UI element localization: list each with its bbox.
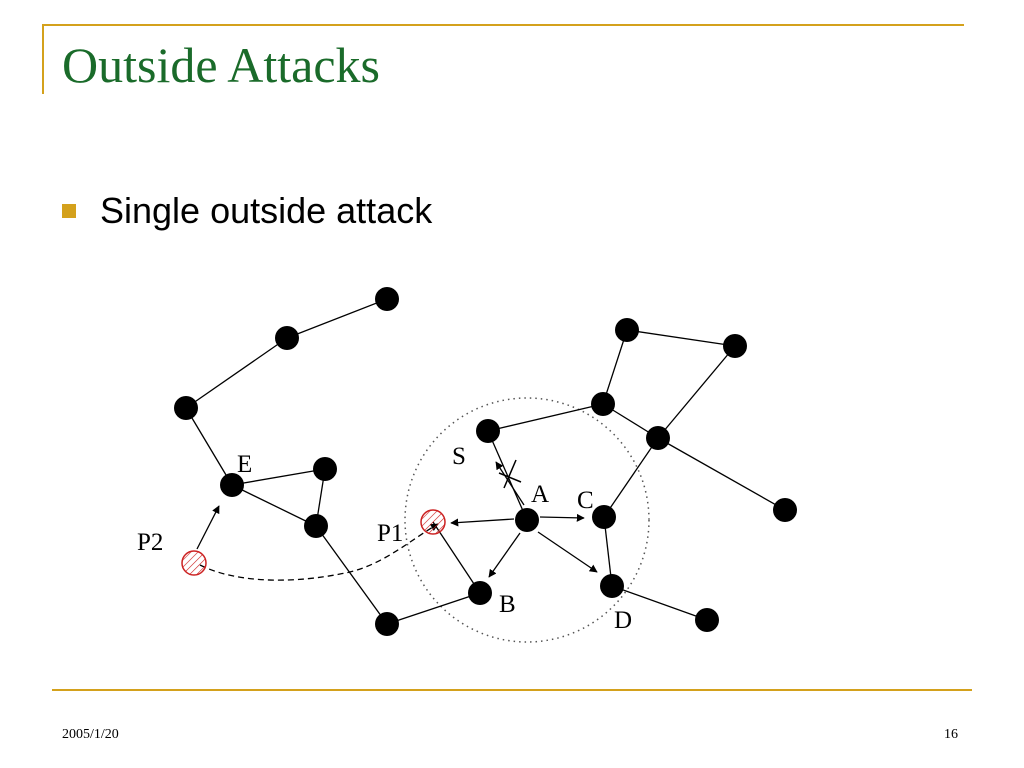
footer-date: 2005/1/20	[62, 727, 119, 742]
radio-range-circle	[404, 397, 650, 643]
node	[723, 334, 747, 358]
edge	[487, 430, 528, 521]
node	[375, 287, 399, 311]
node-a	[515, 508, 539, 532]
bullet-text: Single outside attack	[100, 190, 433, 231]
bullet-square-icon	[62, 204, 76, 218]
label-s: S	[452, 443, 466, 470]
malicious-node-p2	[181, 550, 207, 576]
malicious-node-p1	[420, 509, 446, 535]
arrow-a-to-p1	[450, 518, 515, 527]
label-b: B	[499, 591, 516, 618]
label-c: C	[577, 487, 594, 514]
node	[275, 326, 299, 350]
edge	[185, 407, 233, 486]
node	[313, 457, 337, 481]
node	[773, 498, 797, 522]
node	[174, 396, 198, 420]
node	[646, 426, 670, 450]
edge	[432, 521, 481, 594]
edge	[286, 298, 388, 339]
edge	[602, 329, 628, 405]
node	[304, 514, 328, 538]
edge	[657, 437, 786, 511]
node-s	[476, 419, 500, 443]
edge	[657, 345, 736, 439]
tunnel-p2-to-p1	[199, 523, 439, 581]
node-e	[220, 473, 244, 497]
footer-rule	[52, 689, 972, 691]
edge	[231, 468, 326, 486]
slide-title: Outside Attacks	[62, 37, 381, 93]
bullet-item: Single outside attack	[62, 190, 432, 232]
arrow-a-to-c	[539, 513, 585, 522]
title-frame-top-rule	[42, 24, 964, 26]
edge	[185, 337, 288, 409]
node	[375, 612, 399, 636]
node-c	[592, 505, 616, 529]
edge	[487, 403, 604, 432]
node-d	[600, 574, 624, 598]
edge	[603, 437, 659, 518]
edge	[626, 329, 736, 347]
node	[695, 608, 719, 632]
node	[615, 318, 639, 342]
message-arrows	[196, 461, 598, 581]
edge	[315, 525, 388, 625]
label-e: E	[237, 451, 252, 478]
edge	[386, 592, 481, 625]
node-b	[468, 581, 492, 605]
edge	[231, 484, 317, 527]
arrow-a-to-b	[488, 532, 521, 578]
nodes	[174, 287, 797, 636]
label-p2: P2	[137, 529, 163, 556]
arrow-a-to-s-blocked	[495, 461, 525, 506]
label-d: D	[614, 607, 632, 634]
blocked-cross-icon	[498, 459, 522, 489]
node	[591, 392, 615, 416]
label-a: A	[531, 481, 549, 508]
edges	[185, 298, 786, 625]
edge	[611, 585, 708, 621]
arrow-p2-to-e	[196, 505, 220, 550]
page-number: 16	[944, 727, 958, 742]
arrow-a-to-d	[537, 531, 598, 573]
title-frame-left-rule	[42, 24, 44, 94]
label-p1: P1	[377, 520, 403, 547]
